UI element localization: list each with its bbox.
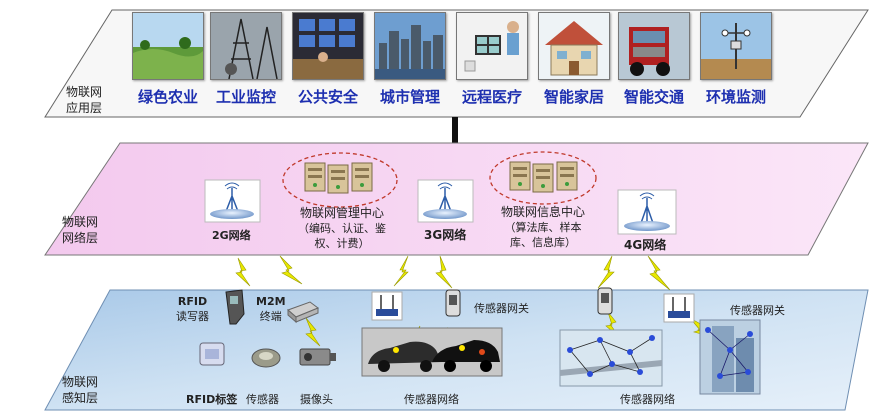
network-layer-name-line2: 网络层: [62, 231, 99, 245]
connected-cars-photo: [361, 327, 503, 377]
sensor-device-icon: [251, 348, 281, 368]
perception-layer-name-line2: 感知层: [62, 391, 99, 405]
router-icon-1: [371, 291, 403, 321]
camera-label: 摄像头: [300, 393, 333, 406]
perception-layer-name: 物联网 感知层: [62, 374, 98, 406]
remote-medicine-photo: [456, 12, 528, 80]
app-label-env-monitoring: 环境监测: [706, 88, 767, 106]
application-layer-name-line2: 应用层: [66, 101, 103, 115]
layer-connector: [452, 117, 458, 144]
app-label-smart-home: 智能家居: [544, 88, 605, 106]
city-skyline-photo: [374, 12, 446, 80]
building-sensor-network-photo: [699, 319, 761, 395]
mgmt-center-line2: （编码、认证、鉴: [298, 222, 386, 235]
tower-3g-icon: [417, 179, 474, 223]
mgmt-center-line3: 权、计费）: [314, 237, 370, 250]
network-layer-name-line1: 物联网: [62, 215, 99, 229]
sensor-network-label-1: 传感器网络: [404, 393, 459, 406]
mgmt-center-outline: [282, 152, 398, 208]
m2m-terminal-label-line2: 终端: [259, 310, 282, 323]
perception-layer-name-line1: 物联网: [62, 375, 99, 389]
application-layer-name: 物联网 应用层: [66, 84, 102, 116]
sensor-network-label-2: 传感器网络: [620, 393, 675, 406]
rfid-tag-icon: [199, 342, 225, 366]
rfid-reader-label-line2: 读写器: [176, 310, 209, 323]
bridge-sensor-network-photo: [559, 329, 663, 387]
tower-4g-icon: [617, 189, 677, 235]
app-label-smart-traffic: 智能交通: [624, 88, 685, 106]
sensor-label: 传感器: [246, 393, 279, 406]
gateway-label-2: 传感器网关: [730, 304, 785, 317]
weather-station-photo: [700, 12, 772, 80]
control-room-photo: [292, 12, 364, 80]
camera-device-icon: [299, 348, 336, 366]
rfid-reader-icon: [225, 289, 245, 325]
rfid-reader-label-line1: RFID: [177, 295, 208, 308]
m2m-terminal-label: M2M 终端: [256, 294, 286, 324]
info-center-title: 物联网信息中心: [500, 205, 585, 219]
info-center-line2: （算法库、样本: [504, 221, 582, 234]
rfid-tag-label: RFID标签: [186, 393, 238, 406]
power-tower-photo: [210, 12, 282, 80]
net-3g-label: 3G网络: [424, 228, 467, 242]
info-center-label: 物联网信息中心 （算法库、样本 库、信息库）: [490, 205, 596, 250]
mgmt-servers-icon: [304, 162, 373, 194]
app-label-telemedicine: 远程医疗: [462, 88, 523, 106]
router-icon-2: [663, 293, 695, 323]
info-servers-icon: [509, 161, 578, 193]
gateway-label-1: 传感器网关: [474, 302, 529, 315]
app-label-public-safety: 公共安全: [298, 88, 359, 106]
net-4g-label: 4G网络: [624, 238, 667, 252]
application-layer-name-line1: 物联网: [66, 85, 103, 99]
rfid-reader-label: RFID 读写器: [176, 294, 209, 324]
app-label-city-management: 城市管理: [380, 88, 441, 106]
app-label-industrial: 工业监控: [216, 88, 277, 106]
m2m-terminal-label-line1: M2M: [256, 295, 286, 308]
smart-house-photo: [538, 12, 610, 80]
wireless-gateway-icon-1: [445, 289, 461, 317]
farm-field-photo: [132, 12, 204, 80]
m2m-terminal-icon: [287, 301, 320, 324]
net-2g-label: 2G网络: [212, 229, 251, 242]
wireless-gateway-icon-2: [597, 287, 613, 315]
app-label-agriculture: 绿色农业: [138, 88, 199, 106]
mgmt-center-label: 物联网管理中心 （编码、认证、鉴 权、计费）: [292, 206, 392, 251]
network-layer-name: 物联网 网络层: [62, 214, 98, 246]
mgmt-center-title: 物联网管理中心: [299, 206, 384, 220]
info-center-line3: 库、信息库）: [510, 236, 576, 249]
tower-2g-icon: [204, 179, 261, 223]
truck-photo: [618, 12, 690, 80]
info-center-outline: [489, 151, 597, 205]
